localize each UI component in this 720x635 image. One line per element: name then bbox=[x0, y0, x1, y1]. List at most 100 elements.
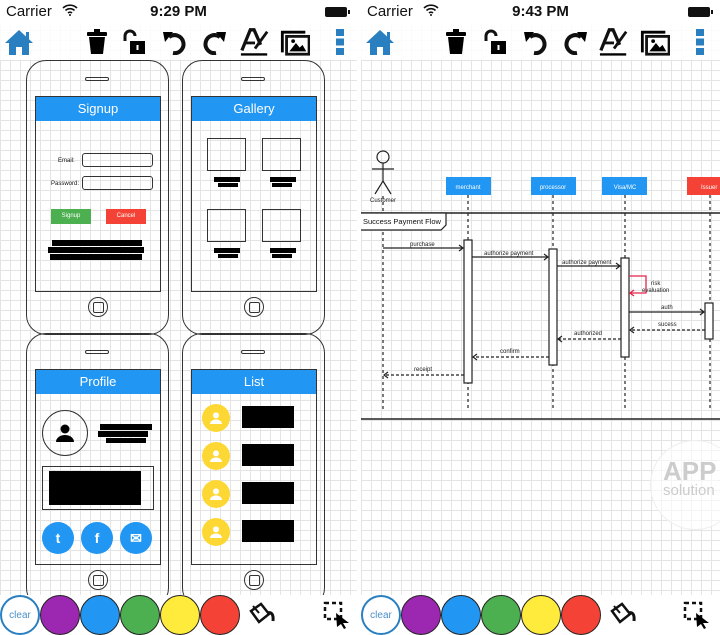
more-vertical-icon bbox=[336, 29, 344, 55]
scribble-text bbox=[272, 254, 292, 258]
lock-button[interactable] bbox=[119, 27, 149, 57]
wifi-icon bbox=[62, 4, 78, 16]
phone-screen: Gallery bbox=[191, 96, 317, 292]
wifi-icon bbox=[423, 4, 439, 16]
participant-processor bbox=[531, 177, 576, 195]
redo-icon bbox=[564, 32, 587, 55]
fill-bucket-icon[interactable] bbox=[247, 601, 277, 629]
email-field[interactable] bbox=[82, 153, 153, 167]
speaker bbox=[241, 77, 265, 81]
scribble-text bbox=[218, 183, 238, 187]
more-menu-button[interactable] bbox=[325, 27, 355, 57]
mockup-phone-list[interactable]: List bbox=[182, 333, 325, 608]
mockup-phone-signup[interactable]: Signup Email: Password: Signup Cancel bbox=[26, 60, 169, 335]
speaker bbox=[85, 350, 109, 354]
delete-button[interactable] bbox=[441, 27, 471, 57]
participant-label: Visa/MC bbox=[614, 185, 637, 191]
message-label: sucess bbox=[658, 322, 677, 328]
color-blue[interactable] bbox=[80, 595, 120, 635]
phone-screen: Profile t f ✉ bbox=[35, 369, 161, 565]
color-purple[interactable] bbox=[40, 595, 80, 635]
email-button[interactable]: ✉ bbox=[120, 522, 152, 554]
redo-icon bbox=[203, 32, 226, 55]
color-purple[interactable] bbox=[401, 595, 441, 635]
text-brush-icon bbox=[599, 28, 628, 56]
home-button[interactable] bbox=[4, 27, 34, 57]
status-bar: Carrier 9:29 PM bbox=[0, 0, 357, 24]
color-red[interactable] bbox=[200, 595, 240, 635]
password-label: Password: bbox=[51, 181, 80, 187]
watermark-logo: APP solution bbox=[650, 440, 720, 530]
color-green[interactable] bbox=[481, 595, 521, 635]
image-gallery-icon bbox=[640, 30, 670, 56]
scribble-text bbox=[214, 248, 240, 253]
scribble-text bbox=[49, 471, 141, 505]
text-style-button[interactable] bbox=[240, 27, 270, 57]
more-menu-button[interactable] bbox=[685, 27, 715, 57]
participant-issuer bbox=[687, 177, 720, 195]
image-placeholder bbox=[262, 209, 301, 242]
carrier-label: Carrier bbox=[6, 3, 52, 20]
image-button[interactable] bbox=[640, 27, 670, 57]
user-icon bbox=[210, 450, 222, 462]
scribble-text bbox=[50, 254, 142, 260]
list-avatar bbox=[202, 518, 230, 546]
gallery-header: Gallery bbox=[192, 97, 316, 121]
clear-button[interactable]: clear bbox=[0, 595, 40, 635]
color-yellow[interactable] bbox=[160, 595, 200, 635]
speaker bbox=[241, 350, 265, 354]
user-icon bbox=[210, 526, 222, 538]
message-label: authorized bbox=[574, 331, 602, 337]
message-label: risk bbox=[651, 281, 661, 287]
scribble-text bbox=[100, 424, 152, 430]
battery-icon bbox=[688, 7, 713, 17]
fill-bucket-icon[interactable] bbox=[608, 601, 638, 629]
text-style-button[interactable] bbox=[599, 27, 629, 57]
list-avatar bbox=[202, 404, 230, 432]
toolbar bbox=[0, 24, 357, 60]
scribble-text bbox=[48, 247, 144, 253]
undo-button[interactable] bbox=[160, 27, 190, 57]
home-button[interactable] bbox=[365, 27, 395, 57]
scribble-text bbox=[242, 406, 294, 428]
color-blue[interactable] bbox=[441, 595, 481, 635]
select-tool-icon[interactable] bbox=[683, 601, 711, 629]
scribble-text bbox=[106, 438, 146, 443]
mockup-phone-profile[interactable]: Profile t f ✉ bbox=[26, 333, 169, 608]
delete-button[interactable] bbox=[82, 27, 112, 57]
carrier-label: Carrier bbox=[367, 3, 413, 20]
right-screen: Customer merchant processor Visa/MC Issu… bbox=[361, 0, 720, 635]
mockup-phone-gallery[interactable]: Gallery bbox=[182, 60, 325, 335]
image-button[interactable] bbox=[280, 27, 310, 57]
scribble-text bbox=[270, 177, 296, 182]
twitter-button[interactable]: t bbox=[42, 522, 74, 554]
signup-button[interactable]: Signup bbox=[51, 209, 91, 224]
image-placeholder bbox=[262, 138, 301, 171]
sequence-diagram[interactable]: Customer merchant processor Visa/MC Issu… bbox=[361, 0, 720, 635]
password-field[interactable] bbox=[82, 176, 153, 190]
user-icon bbox=[210, 488, 222, 500]
lock-button[interactable] bbox=[480, 27, 510, 57]
redo-button[interactable] bbox=[199, 27, 229, 57]
actor-label: Customer bbox=[370, 198, 396, 204]
scribble-text bbox=[98, 431, 148, 437]
text-brush-icon bbox=[240, 28, 269, 56]
color-green[interactable] bbox=[120, 595, 160, 635]
list-header: List bbox=[192, 370, 316, 394]
message-label: confirm bbox=[500, 349, 520, 355]
undo-button[interactable] bbox=[521, 27, 551, 57]
color-yellow[interactable] bbox=[521, 595, 561, 635]
cancel-button[interactable]: Cancel bbox=[106, 209, 146, 224]
clear-button[interactable]: clear bbox=[361, 595, 401, 635]
list-avatar bbox=[202, 442, 230, 470]
facebook-button[interactable]: f bbox=[81, 522, 113, 554]
message-label: authorize payment bbox=[562, 260, 612, 266]
speaker bbox=[85, 77, 109, 81]
redo-button[interactable] bbox=[560, 27, 590, 57]
home-button-circle bbox=[244, 297, 264, 317]
color-red[interactable] bbox=[561, 595, 601, 635]
scribble-text bbox=[270, 248, 296, 253]
select-tool-icon[interactable] bbox=[323, 601, 351, 629]
image-placeholder bbox=[207, 138, 246, 171]
color-palette-bar: clear bbox=[0, 595, 357, 635]
